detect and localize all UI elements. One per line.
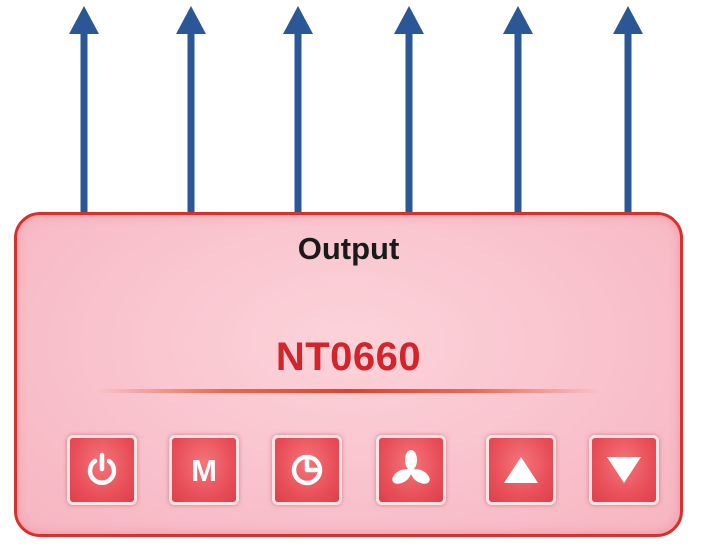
m-letter-icon: M: [191, 452, 217, 488]
output-arrow-2: [176, 6, 206, 215]
timer-icon: [291, 454, 323, 486]
model-number: NT0660: [275, 335, 422, 379]
fan-icon: [392, 450, 430, 484]
output-arrow-4: [394, 6, 424, 215]
fan-button[interactable]: [376, 435, 446, 505]
output-arrow-5: [503, 6, 533, 215]
up-button[interactable]: [486, 435, 556, 505]
button-row: M: [17, 435, 686, 509]
timer-button[interactable]: [272, 435, 342, 505]
triangle-down-icon: [607, 457, 641, 483]
output-arrow-3: [283, 6, 313, 215]
output-arrow-6: [613, 6, 643, 215]
output-arrows: [69, 6, 643, 215]
output-panel: Output NT0660 M: [14, 212, 683, 537]
power-button[interactable]: [67, 435, 137, 505]
panel-title: Output: [297, 231, 400, 266]
down-button[interactable]: [589, 435, 659, 505]
output-arrow-1: [69, 6, 99, 215]
divider: [97, 389, 600, 393]
power-icon: [87, 452, 117, 485]
mode-button[interactable]: M: [169, 435, 239, 505]
triangle-up-icon: [504, 457, 538, 483]
